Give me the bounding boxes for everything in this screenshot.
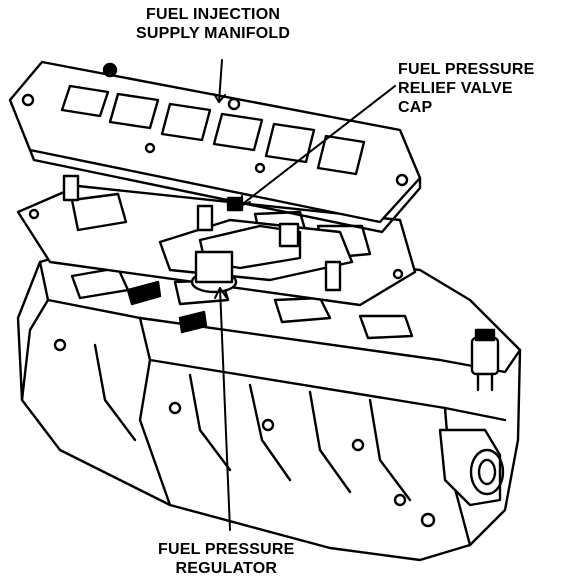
supply-manifold-label-line2: SUPPLY MANIFOLD [136, 25, 291, 42]
relief-valve-label-line1: FUEL PRESSURE [398, 61, 535, 78]
leader-lines [213, 59, 396, 531]
supply-manifold-leader [218, 59, 223, 103]
relief-valve-leader [239, 85, 396, 207]
relief-valve-label: FUEL PRESSURE RELIEF VALVE CAP [398, 60, 535, 117]
relief-valve-label-line3: CAP [398, 99, 433, 116]
regulator-label: FUEL PRESSURE REGULATOR [158, 540, 295, 578]
regulator-label-line2: REGULATOR [175, 560, 278, 577]
relief-valve-label-line2: RELIEF VALVE [398, 80, 513, 97]
regulator-leader [219, 287, 231, 531]
supply-manifold-label: FUEL INJECTION SUPPLY MANIFOLD [136, 5, 290, 43]
lower-intake-manifold [16, 234, 522, 562]
regulator-label-line1: FUEL PRESSURE [158, 541, 295, 558]
supply-manifold-label-line1: FUEL INJECTION [146, 6, 281, 23]
supply-manifold-plate [8, 60, 422, 234]
